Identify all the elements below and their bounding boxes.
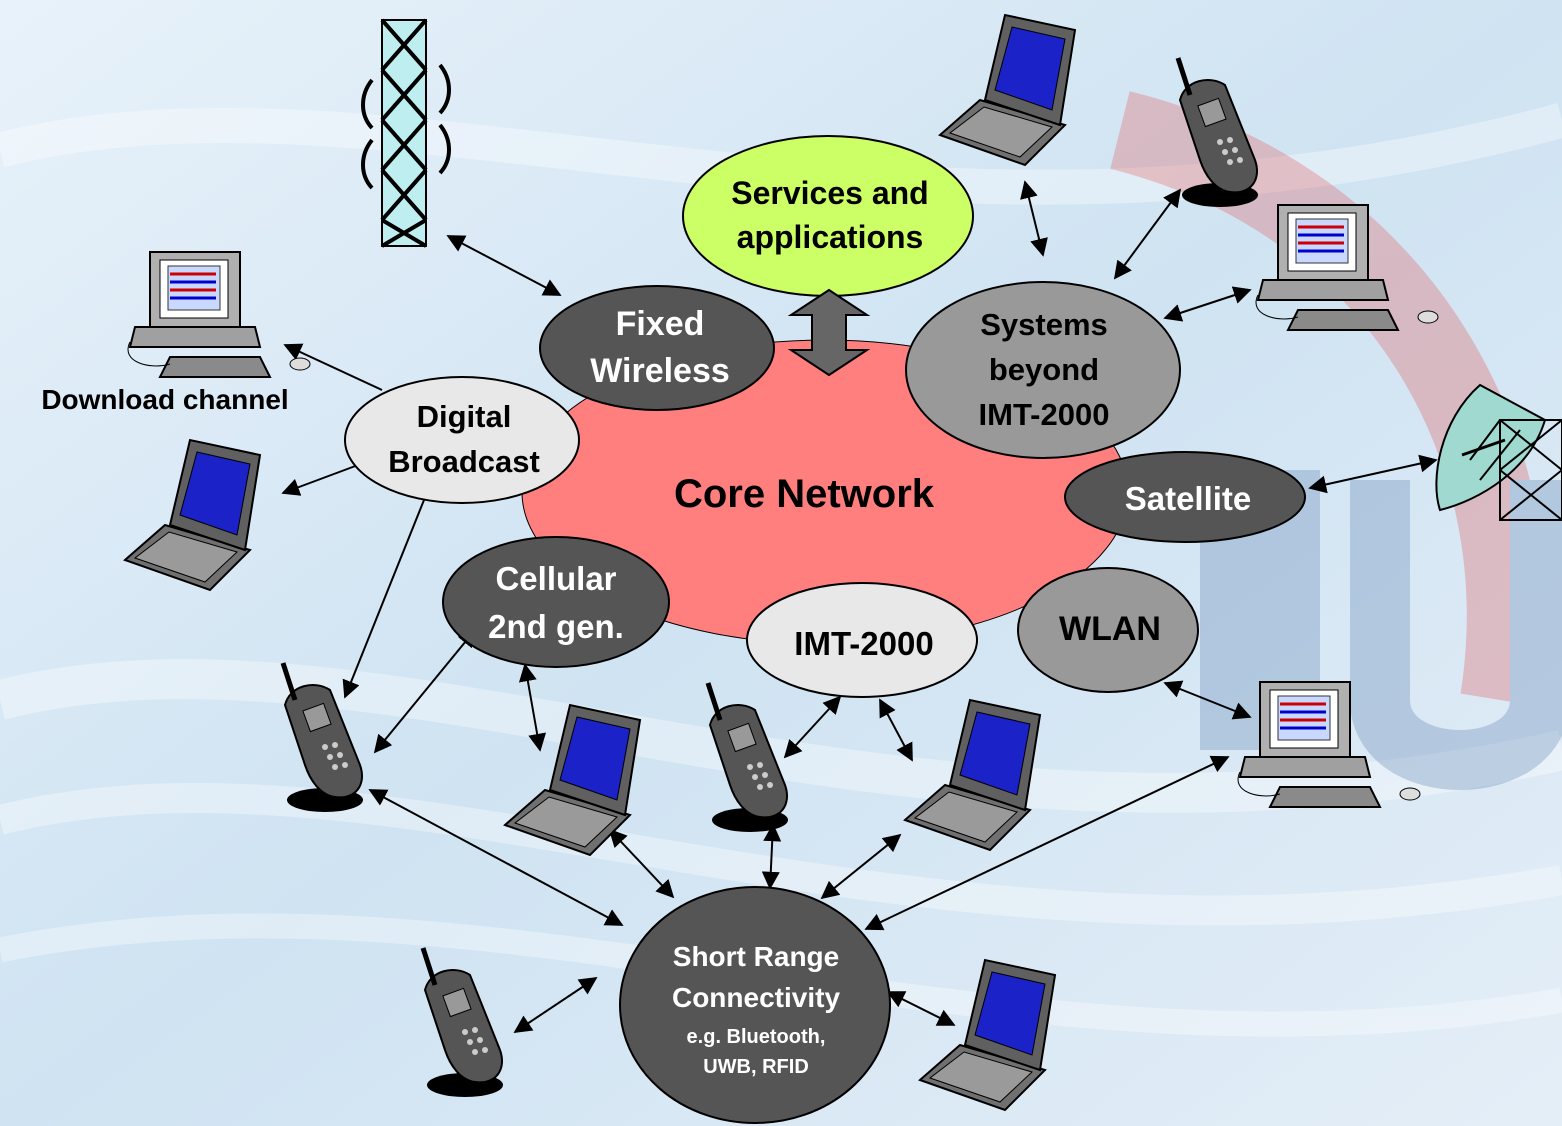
wlan-label: WLAN (1059, 610, 1161, 648)
arrow-broadcast-desktop (283, 343, 383, 391)
fixed-wireless-label-line-1: Fixed (616, 305, 705, 343)
arrow-src-laptop-center (608, 828, 675, 899)
wlan-node (1017, 567, 1199, 693)
satellite-dish-icon (1435, 383, 1562, 521)
digital-broadcast-label-line-2: Broadcast (388, 444, 540, 479)
imt-2000-label: IMT-2000 (794, 625, 933, 662)
arrow-cellular-phone (373, 628, 477, 754)
systems-beyond-label-line-2: beyond (989, 352, 1099, 387)
arrow-src-phone-left (368, 789, 624, 926)
services-label-line-2: applications (737, 219, 924, 255)
core-network-label: Core Network (674, 472, 935, 516)
arrow-src-laptop-bottom (886, 991, 956, 1026)
digital-broadcast-label-line-1: Digital (417, 399, 512, 434)
arrow-imt-phone (783, 695, 842, 759)
short-range-label-line-3: e.g. Bluetooth, (687, 1026, 826, 1048)
short-range-label-line-1: Short Range (673, 941, 839, 972)
short-range-label-line-2: Connectivity (672, 982, 840, 1013)
arrow-cellular-laptop (518, 663, 547, 752)
satellite-node (1064, 451, 1306, 543)
short-range-label-line-4: UWB, RFID (703, 1056, 809, 1078)
arrow-tower-fixed (446, 235, 562, 296)
arrow-imt-laptop (879, 698, 913, 762)
arrow-src-phone-bottom (513, 977, 598, 1033)
imt-2000-node (746, 582, 978, 698)
arrow-src-phone-center (761, 823, 782, 890)
arrow-broadcast-laptop (281, 464, 359, 496)
download-channel-label: Download channel (41, 384, 288, 415)
fixed-wireless-label-line-2: Wireless (590, 352, 730, 390)
short-range-node (619, 886, 891, 1124)
arrow-wlan-desktop (1163, 680, 1252, 720)
systems-beyond-label-line-1: Systems (980, 307, 1108, 342)
cellular-2nd-gen-node (442, 536, 670, 668)
cellular-label-line-1: Cellular (495, 560, 616, 597)
services-label-line-1: Services and (731, 175, 928, 211)
broadcast-tower-icon (361, 18, 451, 248)
cellular-label-line-2: 2nd gen. (488, 608, 624, 645)
systems-beyond-node (905, 281, 1181, 459)
arrow-systems-phone (1113, 188, 1182, 280)
satellite-label: Satellite (1125, 480, 1252, 517)
fixed-wireless-node (539, 285, 775, 411)
connector-arrows (281, 180, 1438, 1033)
arrow-broadcast-phone (342, 499, 425, 699)
services-core-double-arrow (787, 288, 871, 377)
arrow-src-desktop (864, 755, 1230, 931)
arrow-systems-desktop (1163, 286, 1252, 322)
arrow-satellite-dish (1308, 454, 1438, 494)
arrow-systems-laptop (1020, 180, 1048, 257)
systems-beyond-label-line-3: IMT-2000 (979, 397, 1110, 432)
digital-broadcast-node (344, 376, 580, 504)
services-node (682, 135, 974, 297)
